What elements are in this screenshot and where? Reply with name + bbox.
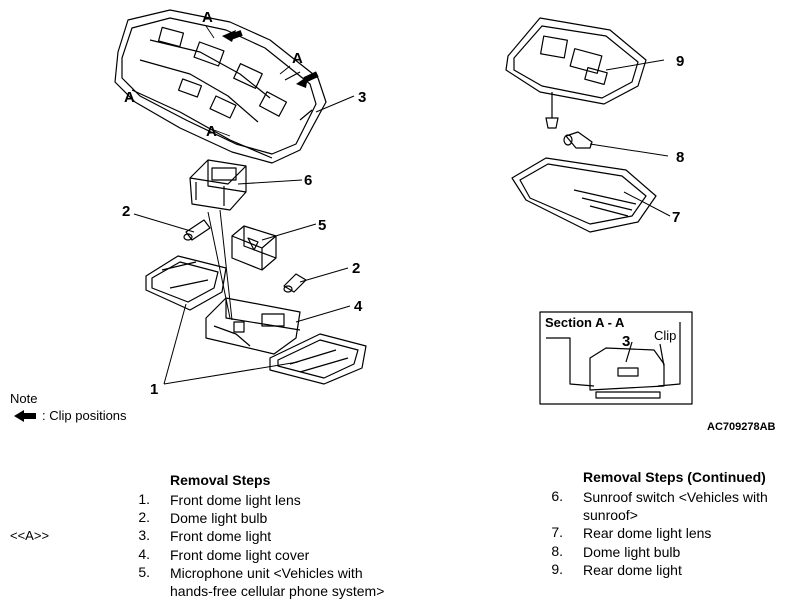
section-a-top: A: [202, 9, 213, 26]
step-reference: <<A>>: [10, 528, 50, 543]
callout-7: 7: [672, 209, 680, 226]
note-title: Note: [10, 391, 38, 406]
step-number: 4.: [138, 546, 150, 562]
step-number: 2.: [138, 509, 150, 525]
step-text: Dome light bulb: [170, 510, 268, 526]
rear-dome-light-drawing: [505, 17, 647, 129]
callout-numbers: 1 2 2 3 4 5 6 7 8 9: [122, 53, 684, 398]
callout-2-left: 2: [122, 203, 130, 220]
step-number: 1.: [138, 491, 150, 507]
step-text: Rear dome light: [583, 562, 682, 578]
step-text-continued: sunroof>: [583, 507, 638, 523]
note-text: : Clip positions: [42, 408, 127, 423]
step-text: Front dome light: [170, 528, 272, 544]
clip-label: Clip: [654, 328, 676, 343]
section-a-right: A: [292, 50, 303, 67]
section-a-bottom: A: [206, 123, 217, 140]
callout-2-right: 2: [352, 260, 360, 277]
figure-code: AC709278AB: [707, 421, 776, 433]
callout-6: 6: [304, 172, 312, 189]
callout-4: 4: [354, 298, 363, 315]
sunroof-switch-drawing: [189, 159, 247, 211]
front-dome-light-drawing: [114, 9, 327, 164]
callout-5: 5: [318, 217, 326, 234]
section-title: Section A - A: [545, 315, 625, 330]
step-number: 6.: [551, 488, 563, 504]
step-text-continued: hands-free cellular phone system>: [170, 583, 385, 599]
steps-heading-left: Removal Steps: [170, 472, 271, 488]
step-number: 7.: [551, 524, 563, 540]
clip-arrows: [222, 30, 319, 88]
rear-lens-drawing: [511, 157, 657, 233]
callout-1: 1: [150, 381, 158, 398]
rear-bulb-drawing: [563, 131, 593, 149]
callout-3: 3: [358, 89, 366, 106]
leader-lines: [133, 59, 671, 385]
bulb-left-drawing: [183, 219, 211, 241]
step-number: 8.: [551, 543, 563, 559]
steps-heading-right: Removal Steps (Continued): [583, 469, 766, 485]
step-text: Rear dome light lens: [583, 525, 712, 541]
front-lens-right-drawing: [269, 333, 367, 385]
step-number: 3.: [138, 527, 150, 543]
step-number: 9.: [551, 561, 563, 577]
exploded-diagram: 1 2 2 3 4 5 6 7 8 9 A A A A Section A - …: [14, 9, 693, 422]
section-a-left: A: [124, 89, 135, 106]
front-dome-light-cover-drawing: [205, 297, 301, 355]
small-a-arrows: [205, 25, 291, 137]
clip-position-arrow-icon: [14, 410, 36, 422]
inset-callout-3: 3: [622, 333, 630, 350]
step-text: Front dome light lens: [170, 492, 301, 508]
step-text: Dome light bulb: [583, 544, 681, 560]
callout-9: 9: [676, 53, 684, 70]
section-inset-box: [539, 311, 693, 405]
microphone-unit-drawing: [231, 225, 277, 271]
step-text: Sunroof switch <Vehicles with: [583, 489, 768, 505]
callout-8: 8: [676, 149, 684, 166]
bulb-right-drawing: [283, 273, 307, 293]
step-number: 5.: [138, 564, 150, 580]
step-text: Microphone unit <Vehicles with: [170, 565, 363, 581]
front-lens-left-drawing: [145, 255, 227, 311]
step-text: Front dome light cover: [170, 547, 310, 563]
section-letters: A A A A: [124, 9, 303, 140]
